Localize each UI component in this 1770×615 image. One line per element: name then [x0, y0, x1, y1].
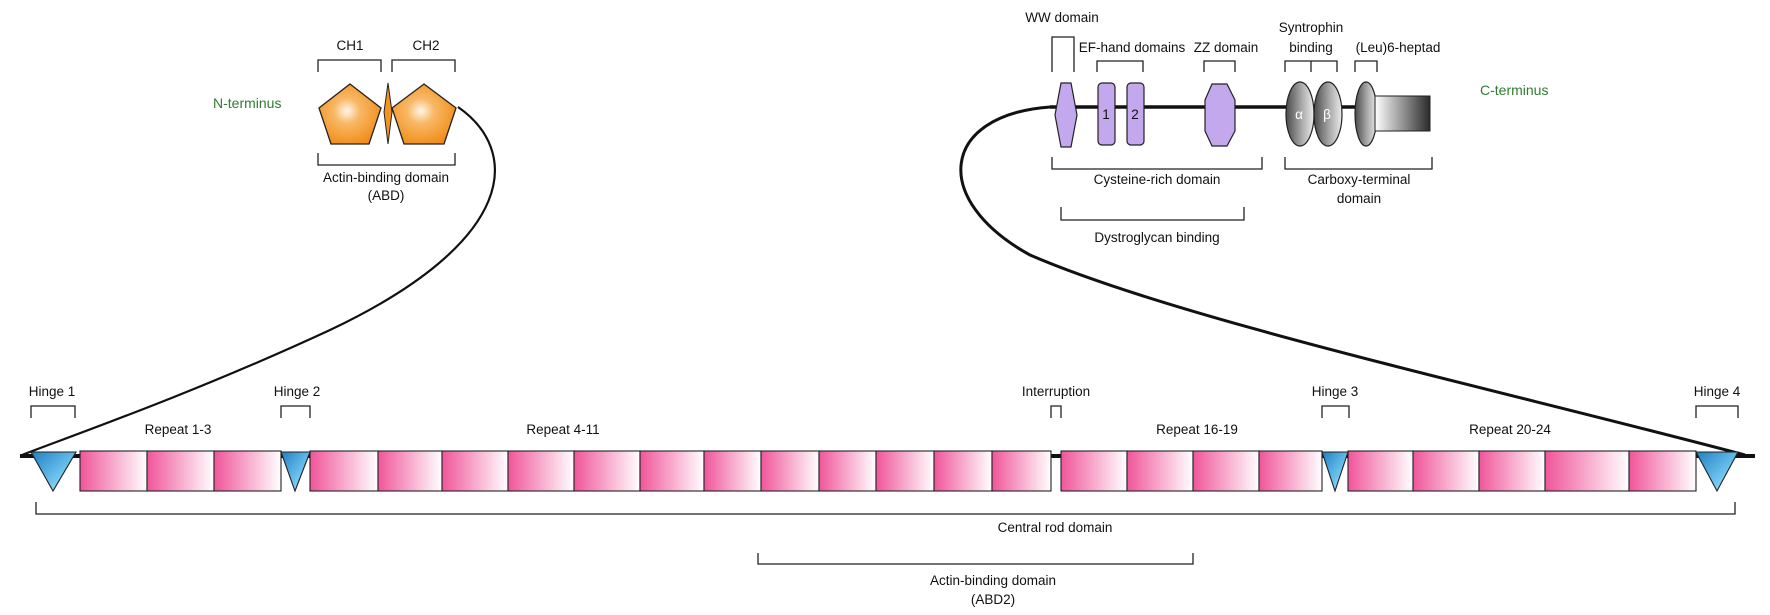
- ef-hand-2: [1126, 82, 1145, 146]
- repeat-unit: [933, 450, 993, 492]
- ch1-bracket: [317, 59, 382, 72]
- cysteine-rich-label: Cysteine-rich domain: [1094, 172, 1221, 187]
- repeat-unit: [818, 450, 877, 492]
- repeat-unit: [1544, 450, 1630, 492]
- ch-linker-spike: [383, 82, 393, 145]
- zz-domain-shape: [1204, 83, 1236, 147]
- repeat-unit: [1258, 450, 1323, 492]
- ww-bracket: [1051, 36, 1075, 72]
- hinge-4-bracket: [1695, 405, 1739, 418]
- repeat-unit: [1347, 450, 1414, 492]
- repeat-unit: [991, 450, 1052, 492]
- c-terminal-tail-block: [1374, 95, 1431, 132]
- carboxy-terminal-bracket: [1284, 157, 1433, 170]
- hinge-2-bracket: [280, 405, 311, 418]
- ef-hand-1: [1097, 82, 1116, 146]
- ef-hand-bracket: [1096, 60, 1144, 72]
- ef-hand-1-number: 1: [1102, 107, 1110, 122]
- central-rod-label: Central rod domain: [998, 520, 1113, 535]
- leu-heptad-label: (Leu)6-heptad: [1356, 40, 1441, 55]
- zz-domain-label: ZZ domain: [1194, 40, 1259, 55]
- ch2-bracket: [391, 59, 456, 72]
- repeat-unit: [1478, 450, 1546, 492]
- repeat-group-4-11: [309, 450, 1052, 492]
- leu-heptad-bracket: [1354, 60, 1378, 72]
- repeat-unit: [1412, 450, 1480, 492]
- carboxy-terminal-label-line1: Carboxy-terminal: [1308, 172, 1411, 187]
- hinge-3-triangle: [1321, 451, 1349, 493]
- abd2-abbr: (ABD2): [971, 592, 1015, 607]
- repeat-group-20-24: [1347, 450, 1697, 492]
- repeat-unit: [639, 450, 705, 492]
- ef-hand-2-number: 2: [1131, 107, 1139, 122]
- syntrophin-label-line1: Syntrophin: [1279, 20, 1344, 35]
- repeat-unit: [507, 450, 575, 492]
- n-terminus-label: N-terminus: [213, 95, 281, 111]
- abd2-title: Actin-binding domain: [930, 573, 1056, 588]
- ch2-label: CH2: [412, 38, 439, 53]
- ch1-label: CH1: [336, 38, 363, 53]
- ch2-pentagon: [391, 83, 457, 145]
- interruption-label: Interruption: [1022, 384, 1090, 399]
- repeat-unit: [441, 450, 509, 492]
- alpha-symbol: α: [1295, 107, 1303, 122]
- repeat-unit: [573, 450, 641, 492]
- hinge-2-label: Hinge 2: [274, 384, 321, 399]
- repeat-unit: [213, 450, 282, 492]
- hinge-1-triangle: [30, 451, 77, 493]
- repeat-group-1-3: [79, 450, 282, 492]
- central-rod-bracket: [35, 502, 1736, 515]
- dystroglycan-label: Dystroglycan binding: [1094, 230, 1219, 245]
- repeat-16-19-label: Repeat 16-19: [1156, 422, 1238, 437]
- interruption-bracket: [1050, 405, 1062, 418]
- repeat-unit: [1126, 450, 1194, 492]
- repeat-unit: [146, 450, 215, 492]
- abd-bracket: [317, 153, 456, 166]
- ef-hand-label: EF-hand domains: [1079, 40, 1186, 55]
- c-terminal-linker-curve: [959, 105, 1746, 457]
- abd-title: Actin-binding domain: [323, 170, 449, 185]
- c-terminus-label: C-terminus: [1480, 82, 1548, 98]
- carboxy-terminal-label-line2: domain: [1337, 191, 1381, 206]
- ww-domain-label: WW domain: [1025, 10, 1099, 25]
- repeat-unit: [377, 450, 443, 492]
- abd2-bracket: [757, 553, 1194, 565]
- syntrophin-beta-oval: [1313, 81, 1343, 147]
- repeat-1-3-label: Repeat 1-3: [145, 422, 212, 437]
- repeat-unit: [309, 450, 379, 492]
- repeat-unit: [1628, 450, 1697, 492]
- repeat-unit: [1192, 450, 1260, 492]
- syntrophin-bracket: [1284, 60, 1338, 72]
- ch1-pentagon: [318, 83, 382, 145]
- hinge-4-triangle: [1695, 451, 1739, 493]
- repeat-unit: [703, 450, 762, 492]
- n-terminal-linker-curve: [21, 106, 496, 457]
- hinge-1-bracket: [30, 405, 76, 418]
- hinge-3-bracket: [1321, 405, 1350, 418]
- hinge-2-triangle: [280, 451, 311, 493]
- dystroglycan-bracket: [1060, 207, 1245, 221]
- repeat-unit: [875, 450, 935, 492]
- ww-domain-shape: [1054, 82, 1078, 148]
- hinge-3-label: Hinge 3: [1312, 384, 1359, 399]
- repeat-unit: [79, 450, 148, 492]
- zz-bracket: [1203, 60, 1236, 72]
- repeat-4-11-label: Repeat 4-11: [526, 422, 599, 437]
- abd-abbr: (ABD): [368, 188, 405, 203]
- repeat-unit: [760, 450, 820, 492]
- repeat-20-24-label: Repeat 20-24: [1469, 422, 1551, 437]
- repeat-unit: [1060, 450, 1128, 492]
- cysteine-rich-bracket: [1051, 157, 1263, 170]
- leu-heptad-oval: [1354, 81, 1378, 147]
- hinge-1-label: Hinge 1: [29, 384, 76, 399]
- hinge-4-label: Hinge 4: [1694, 384, 1741, 399]
- repeat-group-16-19: [1060, 450, 1323, 492]
- syntrophin-label-line2: binding: [1289, 40, 1333, 55]
- beta-symbol: β: [1323, 107, 1331, 122]
